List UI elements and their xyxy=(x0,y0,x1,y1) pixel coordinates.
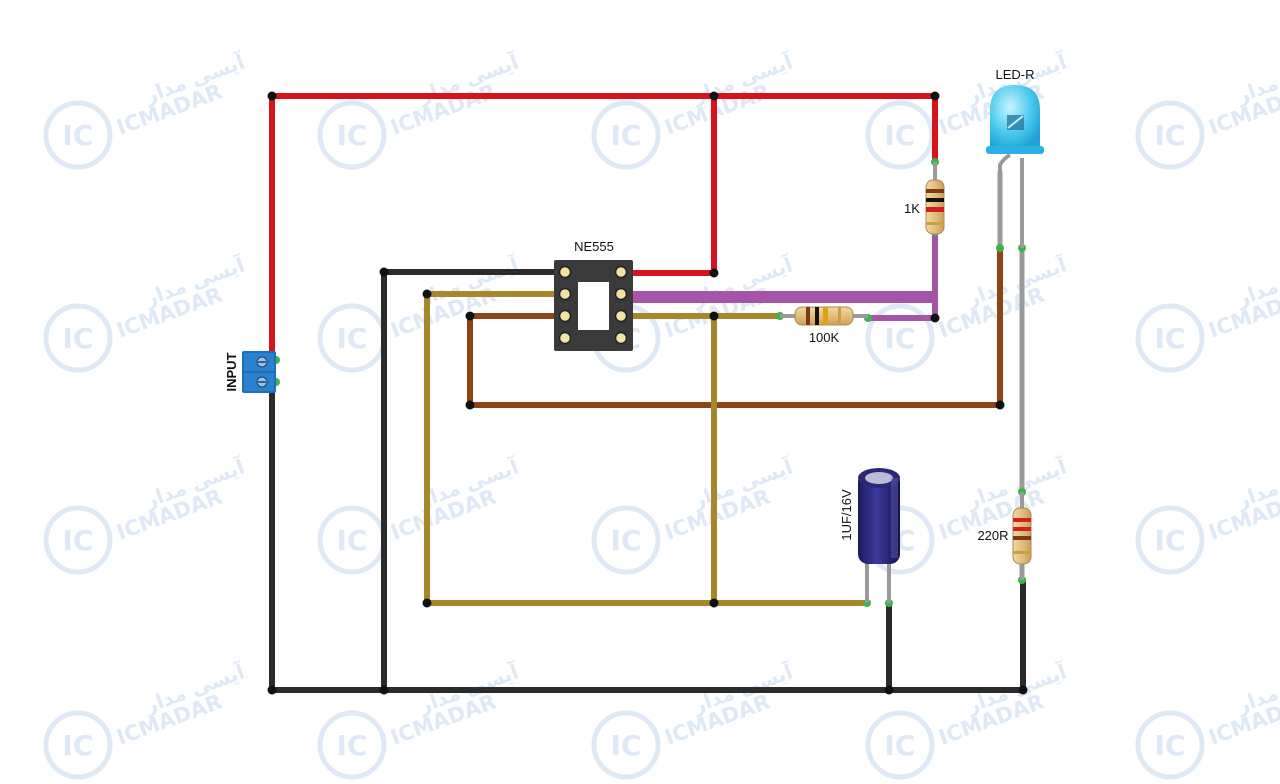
wire-black-gnd xyxy=(269,269,1026,693)
capacitor-label: 1UF/16V xyxy=(839,489,854,541)
node xyxy=(267,91,277,101)
node xyxy=(709,91,719,101)
node xyxy=(884,685,894,695)
watermark-badge: IC xyxy=(337,729,368,762)
watermark-badge: IC xyxy=(337,119,368,152)
wire-olive xyxy=(424,291,870,606)
node xyxy=(422,598,432,608)
watermark-badge: IC xyxy=(611,524,642,557)
led-label: LED-R xyxy=(995,67,1034,82)
resistor-1k: 1K xyxy=(904,162,945,235)
node xyxy=(465,400,475,410)
watermark-badge: IC xyxy=(611,729,642,762)
watermark-badge: IC xyxy=(1155,119,1186,152)
watermark-badge: IC xyxy=(1155,322,1186,355)
ic-label: NE555 xyxy=(574,239,614,254)
ne555-chip: NE555 xyxy=(554,239,633,351)
node xyxy=(709,311,719,321)
led-red: LED-R xyxy=(986,67,1044,248)
node xyxy=(709,268,719,278)
node xyxy=(930,91,940,101)
resistor-220r-label: 220R xyxy=(977,528,1008,543)
resistor-100k-label: 100K xyxy=(809,330,840,345)
watermark-badge: IC xyxy=(63,729,94,762)
wire-red-vcc xyxy=(269,93,938,363)
node xyxy=(930,313,940,323)
junction-nodes xyxy=(267,91,1028,695)
watermark-badge: IC xyxy=(1155,524,1186,557)
contact xyxy=(996,244,1004,252)
watermark-badge: IC xyxy=(63,524,94,557)
watermark-badge: IC xyxy=(337,524,368,557)
capacitor-1uf: 1UF/16V xyxy=(839,468,900,603)
node xyxy=(379,267,389,277)
watermark-badge: IC xyxy=(63,119,94,152)
watermark-badge: IC xyxy=(611,119,642,152)
node xyxy=(267,685,277,695)
watermark-badge: IC xyxy=(885,729,916,762)
input-label: INPUT xyxy=(224,352,239,391)
watermark-badge: IC xyxy=(337,322,368,355)
resistor-1k-label: 1K xyxy=(904,201,920,216)
node xyxy=(995,400,1005,410)
watermark-badge: IC xyxy=(885,322,916,355)
input-terminal: INPUT xyxy=(224,351,276,393)
node xyxy=(465,311,475,321)
node xyxy=(379,685,389,695)
node xyxy=(422,289,432,299)
node xyxy=(709,598,719,608)
resistor-220r: 220R xyxy=(977,492,1032,580)
watermark-badge: IC xyxy=(63,322,94,355)
wire-purple xyxy=(629,229,938,321)
node xyxy=(1018,685,1028,695)
watermark-badge: IC xyxy=(885,119,916,152)
resistor-100k: 100K xyxy=(780,306,868,345)
watermark-badge: IC xyxy=(1155,729,1186,762)
wires xyxy=(269,93,1026,693)
